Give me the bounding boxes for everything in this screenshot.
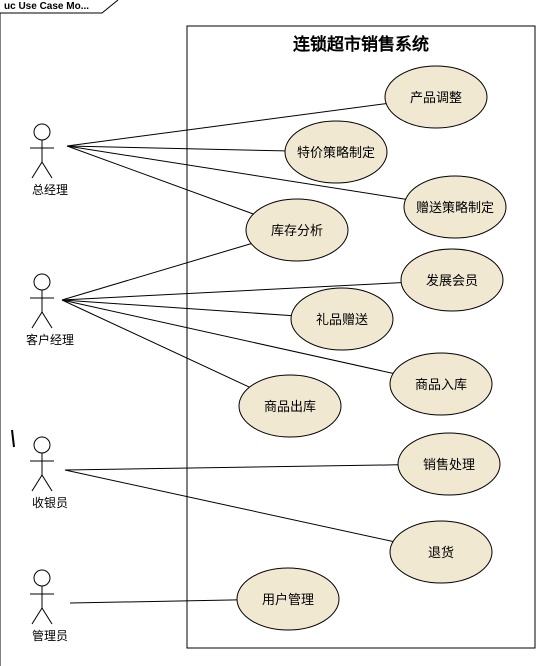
association-gm-product-adjust[interactable] <box>66 103 387 147</box>
usecase-product-adjust[interactable]: 产品调整 <box>384 65 488 129</box>
usecase-user-mgmt[interactable]: 用户管理 <box>236 567 340 631</box>
usecase-return[interactable]: 退货 <box>389 520 493 584</box>
actor-label: 收银员 <box>32 496 68 510</box>
actor-head <box>33 273 51 291</box>
usecase-ellipse[interactable] <box>238 374 342 438</box>
usecase-ellipse[interactable] <box>403 175 507 239</box>
usecase-gift-giving[interactable]: 礼品赠送 <box>290 287 394 351</box>
association-cm-goods-out[interactable] <box>61 299 250 388</box>
usecase-label: 产品调整 <box>410 91 462 106</box>
association-gm-inventory-analysis[interactable] <box>66 145 254 215</box>
usecase-inventory-analysis[interactable]: 库存分析 <box>245 198 349 262</box>
actor-leg-left <box>31 161 43 179</box>
usecase-label: 商品出库 <box>264 399 316 415</box>
usecase-label: 礼品赠送 <box>316 312 368 328</box>
usecase-goods-in[interactable]: 商品入库 <box>389 352 493 416</box>
actor-leg-left <box>31 607 43 625</box>
association-cashier-sales[interactable] <box>64 464 399 471</box>
actor-label: 总经理 <box>32 183 68 197</box>
frame-tab-label: uc Use Case Mo... <box>4 1 89 12</box>
usecase-label: 销售处理 <box>423 457 475 473</box>
usecase-gift-strategy[interactable]: 赠送策略制定 <box>403 175 507 239</box>
usecase-ellipse[interactable] <box>389 352 493 416</box>
actor-leg-right <box>41 311 53 329</box>
usecase-sales[interactable]: 销售处理 <box>397 432 501 496</box>
association-cm-inventory-analysis[interactable] <box>61 243 252 301</box>
association-cashier-return[interactable] <box>64 469 394 542</box>
use-case-layer: 产品调整特价策略制定赠送策略制定库存分析发展会员礼品赠送商品入库商品出库销售处理… <box>236 65 507 631</box>
usecase-ellipse[interactable] <box>400 248 504 312</box>
actor-admin[interactable]: 管理员 <box>30 569 68 643</box>
association-gm-gift-strategy[interactable] <box>66 145 406 200</box>
actor-cm[interactable]: 客户经理 <box>26 273 74 347</box>
usecase-member-dev[interactable]: 发展会员 <box>400 248 504 312</box>
actor-gm[interactable]: 总经理 <box>30 123 68 197</box>
actor-leg-left <box>31 474 43 492</box>
actor-label: 客户经理 <box>26 332 74 347</box>
usecase-label: 特价策略制定 <box>297 145 375 161</box>
usecase-ellipse[interactable] <box>236 567 340 631</box>
usecase-label: 用户管理 <box>262 592 314 608</box>
actor-leg-right <box>41 474 53 492</box>
frame-tab: uc Use Case Mo... <box>0 0 119 666</box>
actor-leg-right <box>41 161 53 179</box>
actor-leg-right <box>41 607 53 625</box>
usecase-ellipse[interactable] <box>389 520 493 584</box>
association-cm-member-dev[interactable] <box>61 282 402 301</box>
association-admin-user-mgmt[interactable] <box>69 599 238 604</box>
actor-head <box>33 569 51 587</box>
usecase-ellipse[interactable] <box>284 120 388 184</box>
usecase-special-price[interactable]: 特价策略制定 <box>284 120 388 184</box>
usecase-label: 退货 <box>428 545 454 561</box>
actor-head <box>33 123 51 141</box>
stray-mark <box>11 429 15 448</box>
actor-head <box>33 436 51 454</box>
actor-label: 管理员 <box>32 628 68 643</box>
usecase-ellipse[interactable] <box>384 65 488 129</box>
actor-leg-left <box>31 311 43 329</box>
usecase-label: 赠送策略制定 <box>416 200 494 216</box>
usecase-ellipse[interactable] <box>397 432 501 496</box>
actor-cashier[interactable]: 收银员 <box>30 436 68 510</box>
usecase-ellipse[interactable] <box>245 198 349 262</box>
usecase-label: 库存分析 <box>271 223 323 239</box>
usecase-label: 商品入库 <box>415 377 467 393</box>
usecase-label: 发展会员 <box>426 273 478 289</box>
association-cm-goods-in[interactable] <box>61 299 394 374</box>
system-title: 连锁超市销售系统 <box>293 34 429 55</box>
usecase-goods-out[interactable]: 商品出库 <box>238 374 342 438</box>
usecase-ellipse[interactable] <box>290 287 394 351</box>
association-cm-gift-giving[interactable] <box>61 299 292 317</box>
association-layer <box>61 103 406 604</box>
association-gm-special-price[interactable] <box>66 145 286 152</box>
